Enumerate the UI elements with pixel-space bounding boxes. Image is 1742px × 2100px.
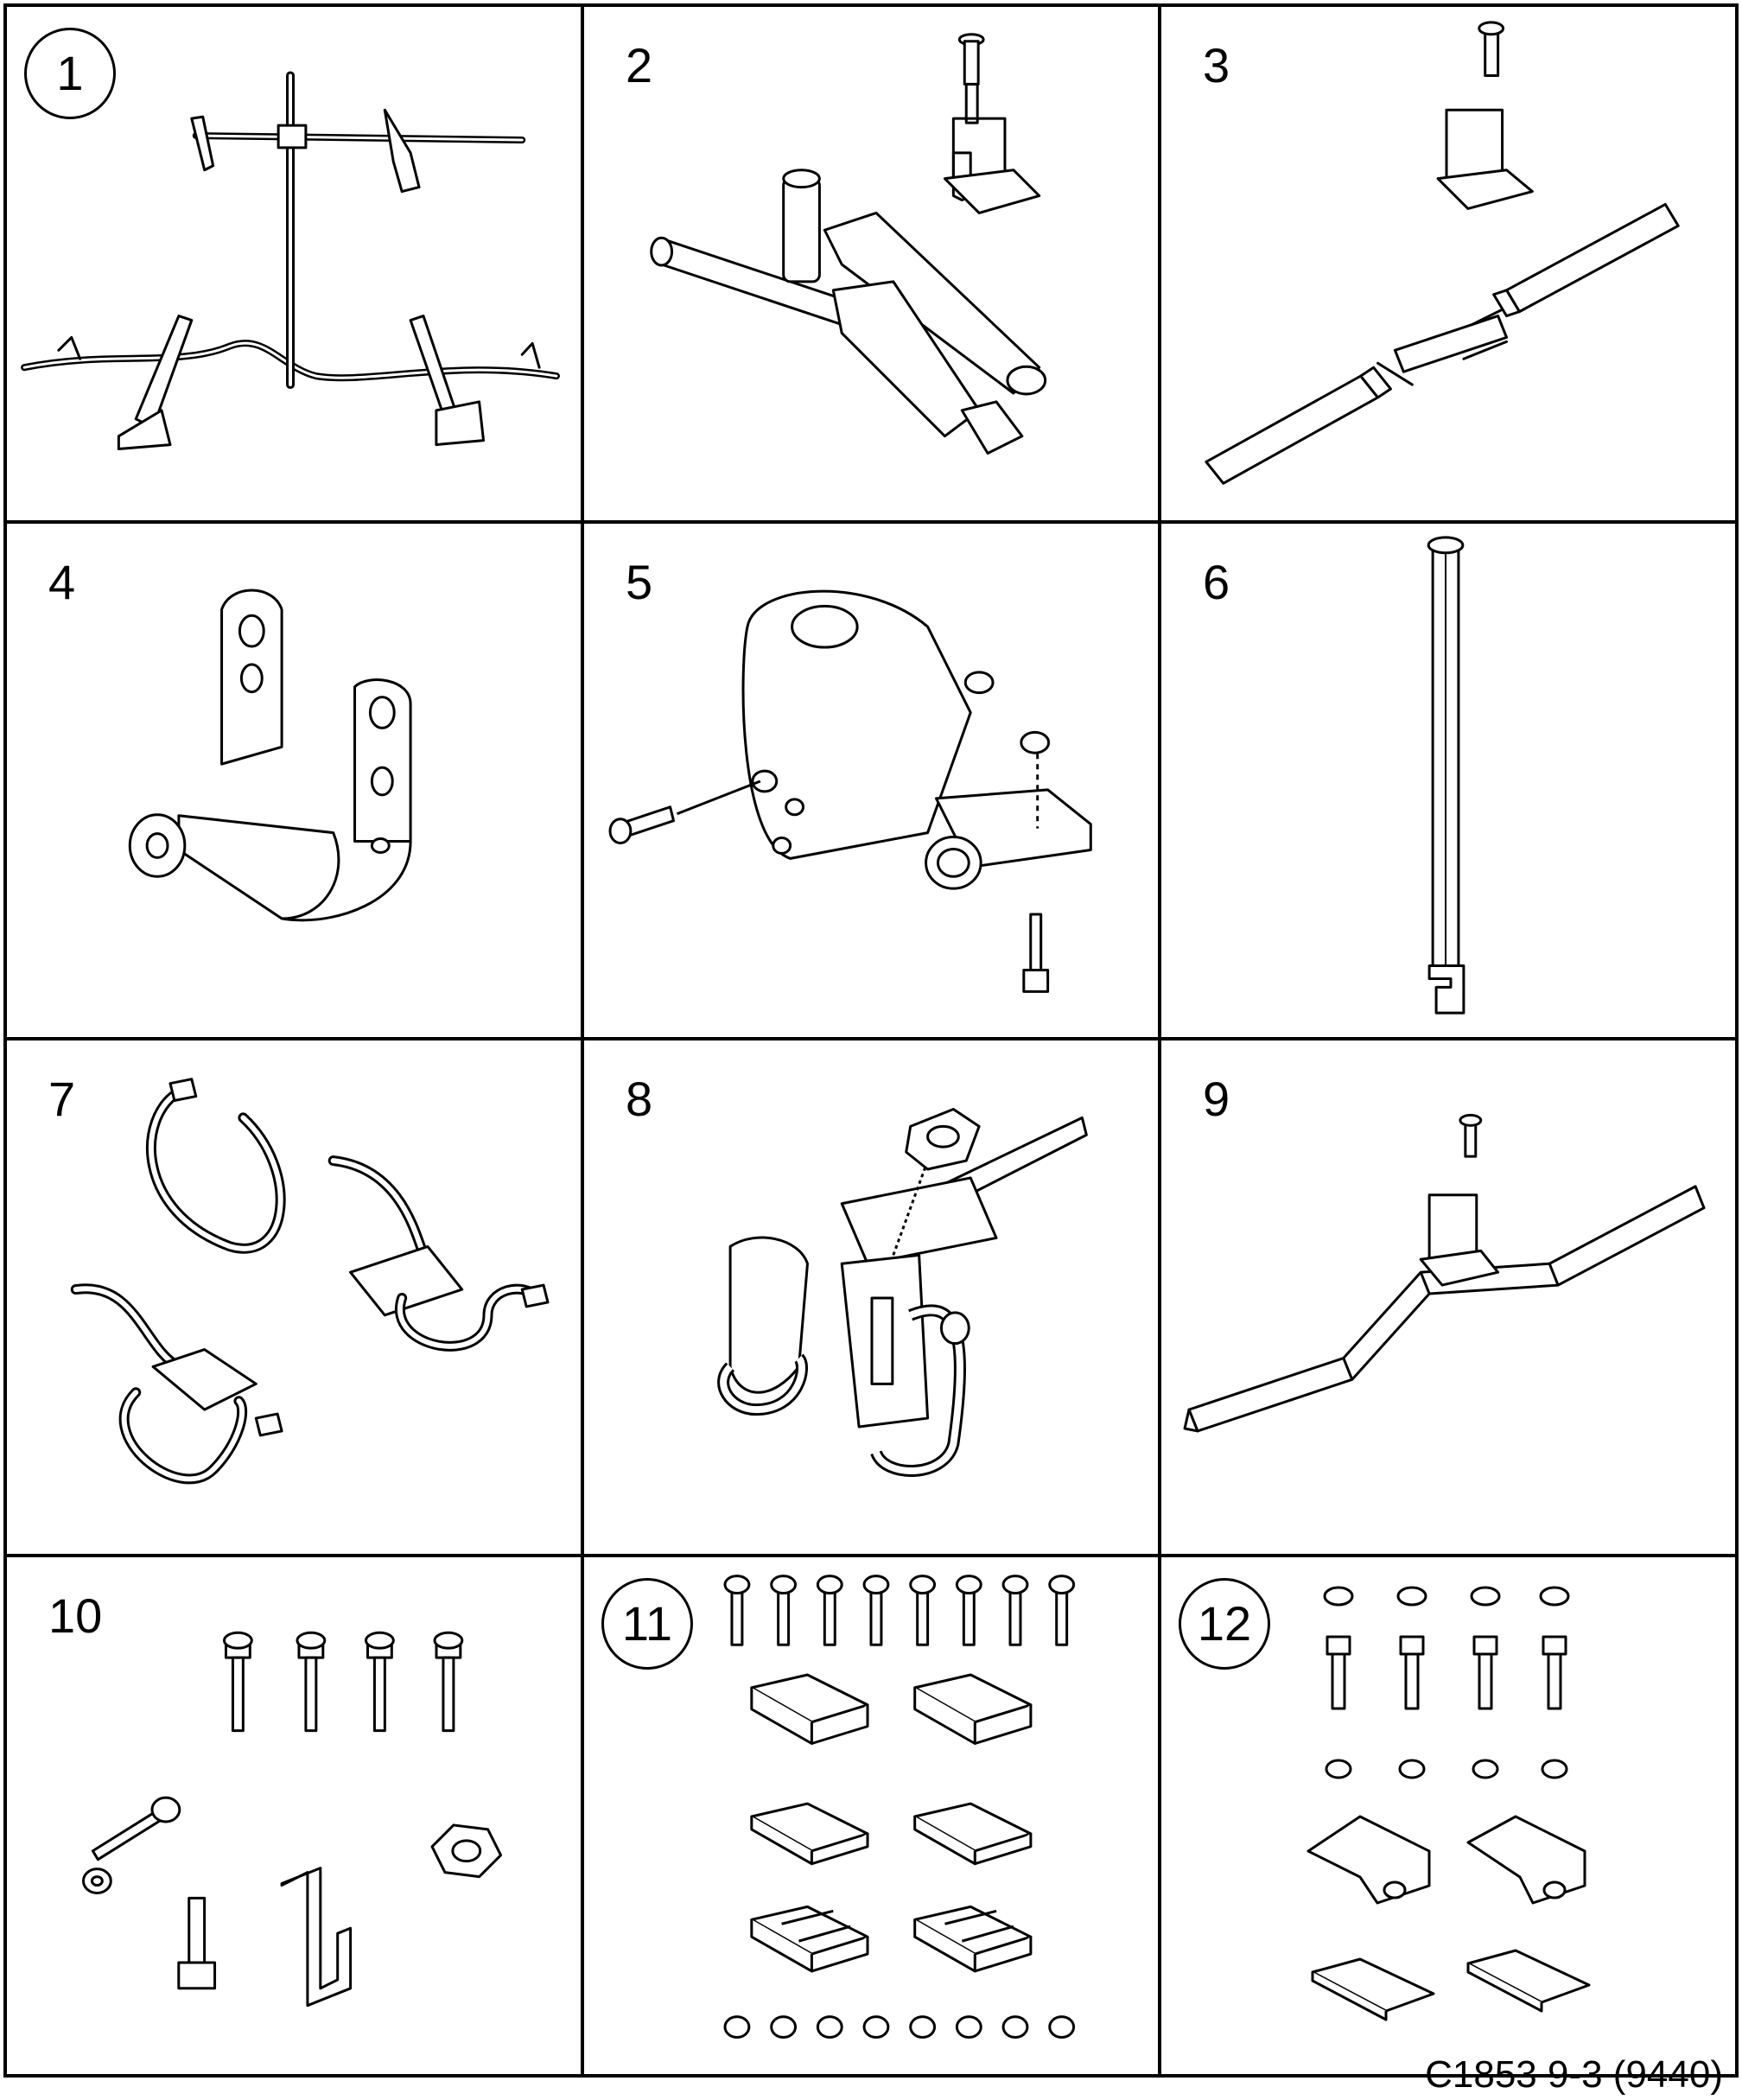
panel-number: 2	[626, 38, 653, 92]
panel-1: 1	[7, 7, 584, 524]
bracket-set-icon	[1161, 1557, 1735, 2074]
panel-6: 6	[1161, 524, 1735, 1040]
panel-2: 2	[584, 7, 1161, 524]
panel-11: 11	[584, 1557, 1161, 2074]
panel-number: 8	[626, 1072, 653, 1126]
panel-number: 10	[48, 1588, 103, 1643]
panel-number: 7	[48, 1072, 76, 1126]
parts-grid: 1 2	[3, 3, 1739, 2078]
panel-number: 6	[1203, 555, 1230, 609]
upright-bar-icon	[1161, 524, 1735, 1037]
panel-10: 10	[7, 1557, 584, 2074]
drawing-reference: C1853 9-3 (9440)	[1425, 2053, 1723, 2096]
panel-12: 12	[1161, 1557, 1735, 2074]
panel-number: 3	[1203, 38, 1230, 92]
panel-3: 3	[1161, 7, 1735, 524]
wheel-straps-icon	[7, 1040, 581, 1554]
wheel-rail-icon	[1161, 1040, 1735, 1554]
foot-pad-set-icon	[584, 1557, 1158, 2074]
joint-housing-icon	[584, 524, 1158, 1037]
panel-5: 5	[584, 524, 1161, 1040]
panel-number: 5	[626, 555, 653, 609]
fork-holder-icon	[7, 524, 581, 1037]
panel-number: 4	[48, 555, 76, 609]
panel-number: 1	[24, 28, 116, 119]
panel-number: 11	[601, 1578, 693, 1670]
bike-rack-assembly-icon	[7, 7, 581, 520]
panel-number: 12	[1179, 1578, 1270, 1670]
frame-clamp-icon	[584, 1040, 1158, 1554]
panel-9: 9	[1161, 1040, 1735, 1557]
panel-4: 4	[7, 524, 584, 1040]
panel-7: 7	[7, 1040, 584, 1557]
panel-8: 8	[584, 1040, 1161, 1557]
screw-set-icon	[7, 1557, 581, 2074]
panel-number: 9	[1203, 1072, 1230, 1126]
crossbar-tube-icon	[1161, 7, 1735, 520]
clamp-with-bracket-icon	[584, 7, 1158, 520]
